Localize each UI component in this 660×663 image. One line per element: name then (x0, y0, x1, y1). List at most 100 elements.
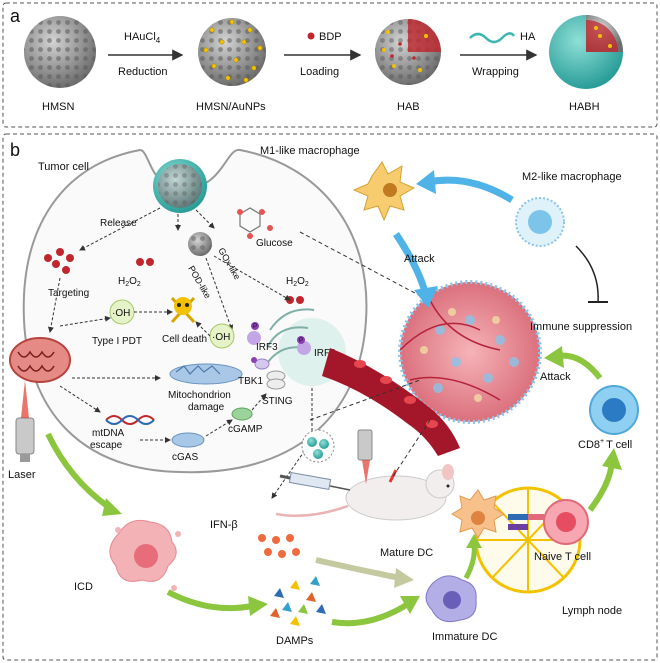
hab-particle (375, 19, 441, 85)
arrow-icd-to-damps (166, 589, 253, 612)
attack-label-1: Attack (404, 253, 435, 265)
released-particle (188, 232, 212, 256)
h2o2-left-label: H2O2 (118, 276, 141, 288)
skull-icon (170, 296, 196, 324)
step-loading: Loading (300, 66, 339, 78)
ha-wave-icon (469, 32, 516, 44)
naive-t-label: Naive T cell (534, 551, 591, 563)
m2-label: M2-like macrophage (522, 171, 622, 183)
habh-zoom-bubble (301, 429, 335, 463)
irf3-protein-b (297, 341, 311, 355)
irf3-label-b: IRF3 (314, 348, 336, 359)
label-hab: HAB (397, 101, 420, 113)
immune-suppression-label: Immune suppression (530, 321, 632, 333)
h2o2-molecule-left (136, 258, 154, 266)
panel-a-letter: a (10, 6, 21, 26)
step-reduction: Reduction (118, 66, 168, 78)
syringe-icon (279, 472, 351, 491)
mtdna-helix (105, 415, 155, 425)
arrow-damps-to-dc (331, 601, 410, 627)
blood-vessel (322, 348, 460, 456)
irf3-protein-a (247, 331, 261, 345)
arrow-ifn-to-dc (315, 557, 401, 581)
p-label-a: P (253, 324, 257, 330)
tbk1-protein (254, 358, 270, 370)
damps-particles (270, 576, 326, 626)
label-hmsn-aunps: HMSN/AuNPs (196, 101, 266, 113)
cell-death-label: Cell death (162, 334, 207, 345)
cgas-label: cGAS (172, 452, 198, 463)
arrow-m2-to-m1 (427, 176, 514, 203)
mtdna-label-2: escape (90, 440, 123, 451)
sting-protein (266, 370, 286, 390)
reagent-bdp: BDP (319, 31, 342, 43)
tcr-mhc-interaction (508, 514, 544, 530)
oh-radical-2: ·OH (212, 332, 230, 343)
bdp-dot-icon (307, 32, 315, 40)
naive-t-cell (543, 499, 589, 545)
cgamp-molecule (231, 407, 253, 421)
damps-label: DAMPs (276, 635, 314, 647)
mature-dc-label: Mature DC (380, 547, 433, 559)
reagent-ha: HA (520, 31, 536, 43)
mito-damage-label-1: Mitochondrion (168, 390, 231, 401)
mouse-illustration (275, 464, 455, 521)
label-hmsn: HMSN (42, 101, 74, 113)
tumor-cell-membrane (22, 148, 368, 474)
arrow-immature-to-mature (463, 543, 477, 580)
h2o2-right-label: H2O2 (286, 276, 309, 288)
p-label-b: P (299, 338, 303, 344)
oh-radical-1: ·OH (112, 308, 130, 319)
immature-dc (425, 575, 477, 623)
laser-label: Laser (8, 469, 36, 481)
hmsn-aunps-particle (198, 18, 266, 86)
label-habh: HABH (569, 101, 600, 113)
mito-damage-label-2: damage (188, 402, 225, 413)
laser-device-icon (15, 380, 35, 462)
release-label: Release (100, 218, 137, 229)
inhibition-line (575, 245, 599, 303)
panel-b-letter: b (10, 140, 20, 160)
panel-a-frame (2, 2, 658, 128)
habh-particle (549, 15, 623, 89)
m2-macrophage (515, 197, 565, 247)
bdp-cluster (44, 248, 74, 274)
mtdna-label-1: mtDNA (92, 428, 125, 439)
glucose-label: Glucose (256, 238, 293, 249)
arrow-laser-to-icd (45, 432, 112, 511)
tbk1-label: TBK1 (238, 376, 263, 387)
icd-label: ICD (74, 581, 93, 593)
step-wrapping: Wrapping (472, 66, 519, 78)
irf3-label-a: IRF3 (256, 342, 278, 353)
sting-label: STING (262, 396, 293, 407)
cd8-t-cell (589, 385, 639, 435)
mature-dc (451, 489, 505, 539)
laser-over-mouse-icon (357, 429, 373, 484)
mitochondrion (9, 337, 71, 383)
lymph-node-label: Lymph node (562, 605, 622, 617)
tumor-mass (398, 280, 542, 424)
cgas-protein (171, 432, 205, 448)
ifn-beta-label: IFN-β (210, 519, 238, 531)
cgamp-label: cGAMP (228, 424, 263, 435)
panel-b-frame (2, 133, 658, 661)
icd-cell (109, 519, 181, 591)
targeting-label: Targeting (48, 288, 89, 299)
type1-pdt-label: Type I PDT (92, 336, 142, 347)
arrow-release (79, 207, 161, 251)
immature-dc-label: Immature DC (432, 631, 497, 643)
glucose-molecule (237, 207, 273, 239)
m1-macrophage (352, 161, 416, 222)
ifn-beta-particles (258, 534, 300, 558)
arrow-m1-attack (393, 232, 430, 297)
arrow-naive-to-cd8 (587, 461, 615, 512)
p-badge-a (251, 322, 259, 330)
mitochondrion-damage-icon (169, 363, 243, 385)
attack-label-2: Attack (540, 371, 571, 383)
hmsn-particle (24, 16, 96, 88)
cd8-label: CD8+T cell (578, 438, 632, 451)
p-badge-b (297, 336, 305, 344)
reagent-haucl4: HAuCl4 (124, 31, 161, 45)
m1-label: M1-like macrophage (260, 145, 360, 157)
